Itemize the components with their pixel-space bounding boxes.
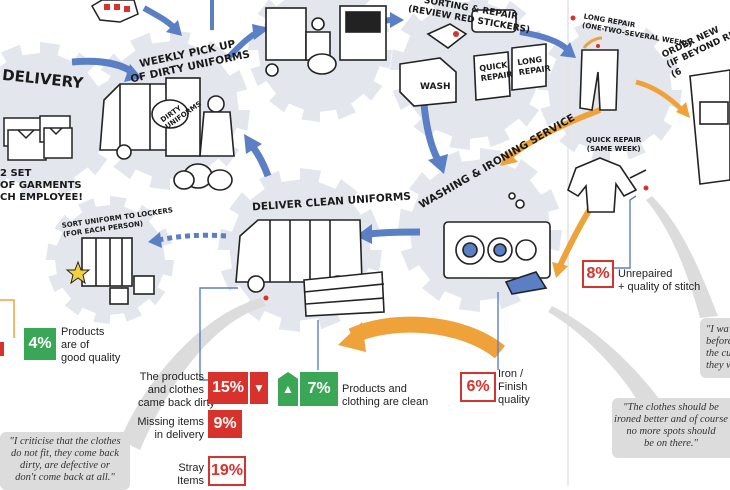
stat-good-quality-value: 4%	[24, 328, 56, 360]
dirty-shirt-illustration	[90, 0, 214, 30]
stat-stray-items-value: 19%	[208, 456, 246, 486]
gear-shape	[390, 0, 550, 150]
to-wash-arrow	[420, 103, 442, 162]
quote-pointer-right	[646, 196, 718, 318]
stat-clean-label: Products and clothing are clean	[342, 383, 429, 408]
lockers-illustration	[65, 237, 155, 305]
stat-stitch-label: Unrepaired + quality of stitch	[618, 268, 701, 293]
repair-clothes-illustration	[567, 15, 730, 213]
stat-came-back-dirty-label: The products and clothes came back dirty	[138, 371, 216, 409]
quote-right: "I wa before the cu they w	[700, 318, 730, 378]
thumbs-down-icon: ▼	[250, 372, 268, 404]
folded-shirts-illustration	[3, 115, 73, 161]
quote-left: "I criticise that the clothes do not fit…	[0, 432, 130, 490]
stat-iron-value: 6%	[460, 372, 496, 402]
stat-good-quality-label: Products are of good quality	[61, 326, 121, 364]
warehouse-illustration	[265, 5, 387, 77]
to-deliver-arrow	[369, 228, 421, 238]
stat-stray-items-label: Stray Items	[177, 462, 204, 487]
order-new-arrow	[635, 79, 684, 112]
washing-machines-illustration	[443, 192, 551, 295]
stat-came-back-dirty-value: 15%	[208, 372, 248, 404]
garments-caption: 2 SET OF GARMENTS CH EMPLOYEE!	[0, 168, 83, 203]
callout-line-stitch	[612, 195, 637, 269]
stat-stitch-value: 8%	[582, 260, 614, 288]
wash-box-label: WASH	[420, 82, 451, 92]
quote-pointer-left	[120, 298, 266, 450]
stat-missing-items-value: 9%	[208, 410, 242, 438]
stat-edge-marker	[0, 342, 4, 356]
stat-iron-label: Iron / Finish quality	[498, 368, 530, 406]
stat-clean-value: 7%	[300, 372, 338, 406]
quick-repair-caption: QUICK REPAIR (SAME WEEK)	[586, 136, 642, 153]
quote-center: "The clothes should be ironed better and…	[612, 398, 730, 458]
stat-missing-items-label: Missing items in delivery	[137, 416, 204, 441]
return-arrow	[348, 316, 505, 359]
thumbs-up-icon: ▲	[278, 372, 298, 406]
long-repair-back-arrow	[506, 107, 602, 161]
delivery-truck-illustration	[235, 219, 385, 317]
callout-line-left	[0, 299, 15, 338]
quote-pointer-center	[548, 306, 660, 405]
sorting-boxes-illustration	[399, 9, 547, 107]
pickup-truck-illustration	[99, 77, 235, 191]
return-arrow-head	[338, 322, 366, 352]
to-lockers-arrow	[157, 232, 227, 243]
star-icon	[65, 260, 91, 285]
